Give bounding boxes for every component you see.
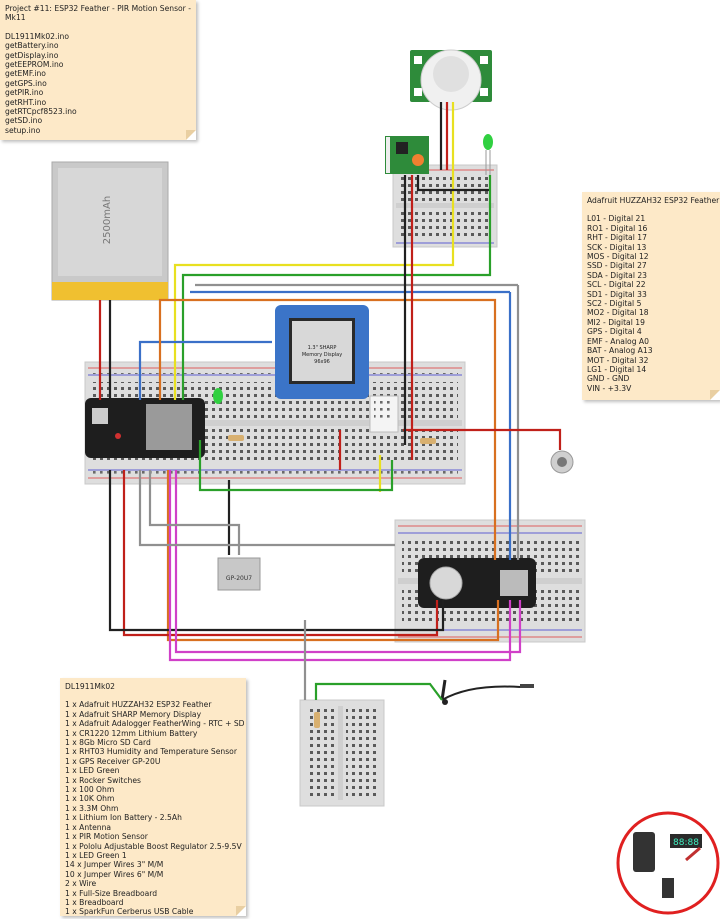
pin-item: RO1 - Digital 16 <box>587 223 648 233</box>
project-file: getSD.ino <box>5 116 43 126</box>
bom-item: 1 x SparkFun Cerberus USB Cable <box>65 907 194 917</box>
battery-label: 2500mAh <box>102 196 113 244</box>
bom-item: 1 x RHT03 Humidity and Temperature Senso… <box>65 747 237 757</box>
rocker-switch <box>550 450 574 474</box>
project-file: getEEPROM.ino <box>5 60 64 70</box>
pin-mapping-title: Adafruit HUZZAH32 ESP32 Feather <box>587 196 720 205</box>
pin-item: SC2 - Digital 5 <box>587 299 642 309</box>
gps-receiver <box>217 557 261 591</box>
pin-item: SD1 - Digital 33 <box>587 289 647 299</box>
pin-item: L01 - Digital 21 <box>587 214 646 224</box>
pin-item: MO2 - Digital 18 <box>587 308 649 318</box>
bom-item: 1 x 3.3M Ohm <box>65 803 119 813</box>
pin-item: MI2 - Digital 19 <box>587 317 645 327</box>
bom-title: DL1911Mk02 <box>65 682 116 691</box>
pin-item: RHT - Digital 17 <box>587 233 647 243</box>
bom-item: 1 x Adafruit HUZZAH32 ESP32 Feather <box>65 700 212 710</box>
display-label-1: 1.3" SHARP <box>308 345 337 351</box>
bom-item: 1 x Adafruit Adalogger FeatherWing - RTC… <box>65 719 245 729</box>
display-label-3: 96x96 <box>314 359 330 365</box>
project-note: Project #11: ESP32 Feather - PIR Motion … <box>0 0 196 140</box>
project-file: getDisplay.ino <box>5 50 59 60</box>
gps-label: GP-20U7 <box>226 575 252 582</box>
pin-item: SDA - Digital 23 <box>587 270 648 280</box>
bom-item: 1 x GPS Receiver GP-20U <box>65 756 161 766</box>
bom-item: 1 x Antenna <box>65 822 112 832</box>
project-file: getBattery.ino <box>5 41 59 51</box>
bom-item: 1 x PIR Motion Sensor <box>65 832 148 842</box>
bom-item: 1 x Pololu Adjustable Boost Regulator 2.… <box>65 841 242 851</box>
bom-item: 1 x Full-Size Breadboard <box>65 888 158 898</box>
adalogger-featherwing <box>418 558 536 608</box>
esp32-feather <box>85 398 205 458</box>
pir-breadboard <box>392 164 498 248</box>
bom-note: DL1911Mk02 1 x Adafruit HUZZAH32 ESP32 F… <box>60 678 246 916</box>
pir-sensor <box>410 49 492 111</box>
project-title: Project #11: ESP32 Feather - PIR Motion … <box>5 4 191 23</box>
pin-item: GPS - Digital 4 <box>587 327 642 337</box>
bom-item: 1 x Lithium Ion Battery - 2.5Ah <box>65 813 182 823</box>
project-file: getPIR.ino <box>5 88 44 98</box>
bom-item: 10 x Jumper Wires 6" M/M <box>65 869 164 879</box>
project-file: getGPS.ino <box>5 78 47 88</box>
project-file: getEMF.ino <box>5 69 46 79</box>
small-breadboard <box>299 699 385 807</box>
bom-item: 1 x 10K Ohm <box>65 794 115 804</box>
bom-item: 1 x 8Gb Micro SD Card <box>65 738 151 748</box>
bom-item: 1 x LED Green 1 <box>65 850 127 860</box>
sharp-display <box>275 305 369 399</box>
pin-item: SCL - Digital 22 <box>587 280 646 290</box>
cerberus-logo <box>616 811 720 915</box>
bom-item: 14 x Jumper Wires 3" M/M <box>65 860 164 870</box>
project-file: setup.ino <box>5 125 41 135</box>
bom-item: 1 x CR1220 12mm Lithium Battery <box>65 728 198 738</box>
pin-item: EMF - Analog A0 <box>587 336 649 346</box>
pin-item: MOS - Digital 12 <box>587 252 649 262</box>
pin-item: LG1 - Digital 14 <box>587 364 647 374</box>
pin-item: BAT - Analog A13 <box>587 346 653 356</box>
bom-item: 1 x Rocker Switches <box>65 775 141 785</box>
pin-item: MOT - Digital 32 <box>587 355 649 365</box>
jumper-wires <box>98 102 562 701</box>
bom-item: 1 x LED Green <box>65 766 120 776</box>
project-files-header: DL1911Mk02.ino <box>5 31 69 41</box>
project-file: getRHT.ino <box>5 97 47 107</box>
led-green-middle <box>213 388 223 404</box>
bom-item: 1 x 100 Ohm <box>65 785 115 795</box>
rht03-sensor <box>369 395 399 433</box>
project-file: getRTCpcf8523.ino <box>5 107 77 117</box>
pin-item: SCK - Digital 13 <box>587 242 647 252</box>
resistors <box>228 435 436 728</box>
boost-regulator <box>385 136 429 174</box>
bom-item: 1 x Adafruit SHARP Memory Display <box>65 709 202 719</box>
logo-digits: 88:88 <box>673 838 699 848</box>
pin-item: GND - GND <box>587 374 630 384</box>
display-label-2: Memory Display <box>302 352 342 358</box>
led-green-top <box>483 134 493 175</box>
pin-item: SSD - Digital 27 <box>587 261 647 271</box>
bom-item: 2 x Wire <box>65 879 97 889</box>
antenna <box>440 679 534 705</box>
pin-mapping-note: Adafruit HUZZAH32 ESP32 Feather L01 - Di… <box>582 192 720 400</box>
pin-item: VIN - +3.3V <box>587 383 632 393</box>
lithium-battery <box>51 161 169 301</box>
bom-item: 1 x Breadboard <box>65 897 124 907</box>
